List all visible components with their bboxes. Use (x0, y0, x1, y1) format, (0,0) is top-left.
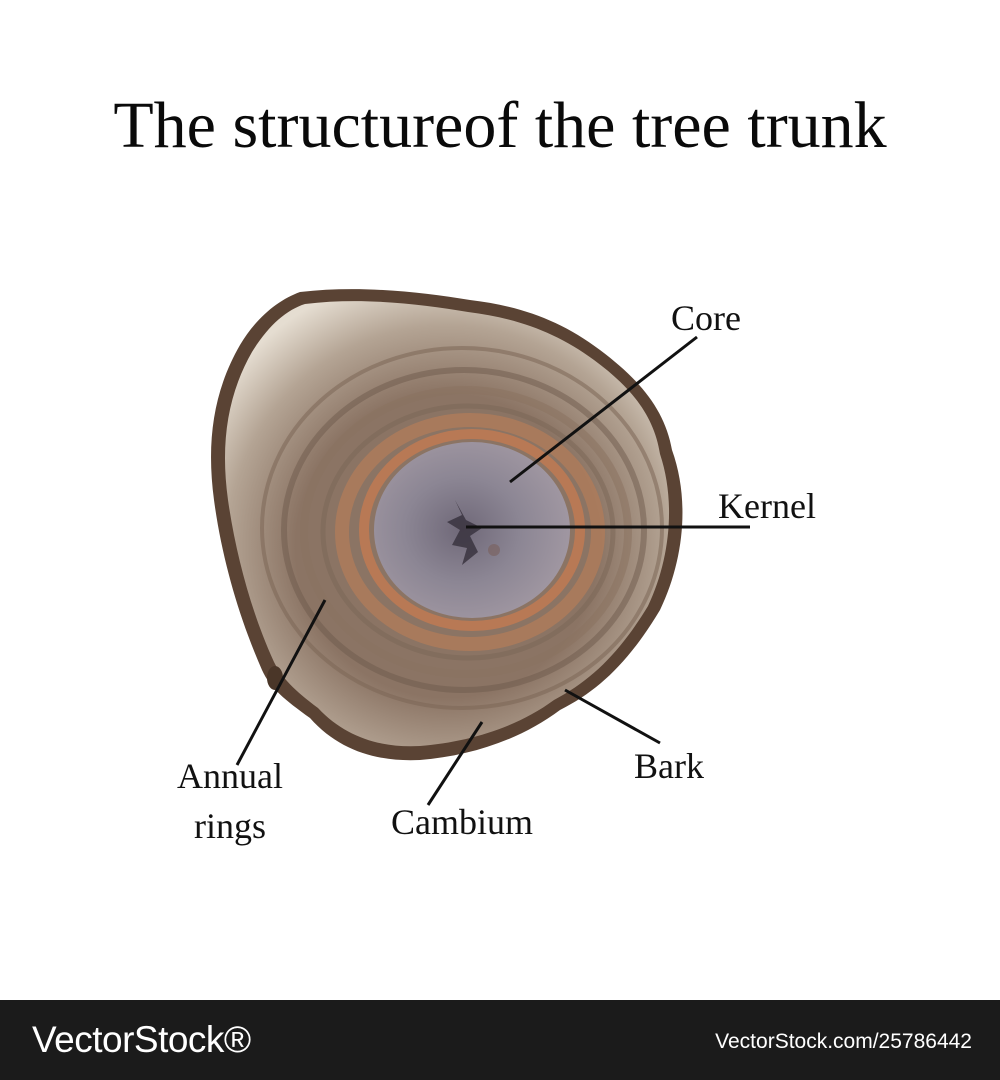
leader-lines (235, 335, 750, 806)
label-bark: Bark (634, 746, 704, 786)
cambium-ring (359, 429, 585, 631)
kernel-crack (447, 500, 482, 565)
annual-rings (260, 346, 664, 710)
leader-line-bark (564, 688, 661, 745)
label-annual-rings-line2: rings (194, 806, 266, 846)
leader-line-cambium (426, 721, 484, 806)
label-core: Core (671, 298, 741, 338)
label-kernel: Kernel (718, 486, 816, 526)
kernel-spot (488, 544, 500, 556)
leader-line-annual-rings (235, 599, 327, 766)
leader-line-core (509, 335, 698, 484)
diagram-title: The structureof the tree trunk (113, 89, 887, 162)
tree-trunk-diagram (211, 289, 750, 806)
vectorstock-logo: VectorStock® (32, 1019, 251, 1060)
label-cambium: Cambium (391, 802, 533, 842)
footer-bar: VectorStock® VectorStock.com/25786442 (0, 1000, 1000, 1080)
image-reference-url: VectorStock.com/25786442 (715, 1030, 972, 1053)
label-annual-rings-line1: Annual (177, 756, 283, 796)
